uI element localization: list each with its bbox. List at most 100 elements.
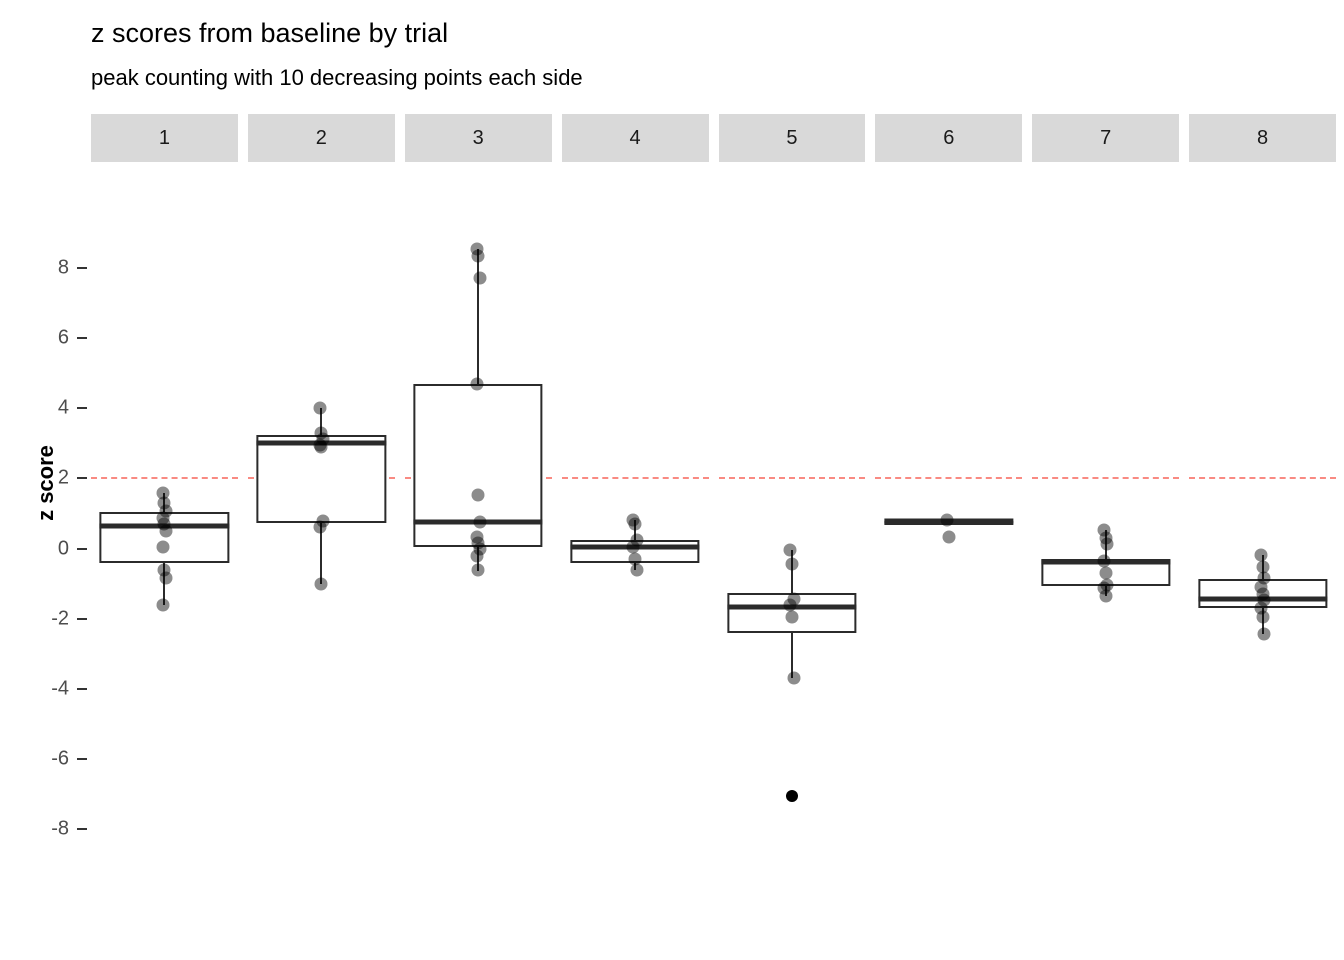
facet-strip-2: 2 bbox=[247, 114, 395, 162]
facet-strip-label: 6 bbox=[943, 126, 955, 149]
reference-line-y2 bbox=[1189, 477, 1336, 480]
facet-strip-4: 4 bbox=[561, 114, 709, 162]
y-tick-mark bbox=[77, 757, 87, 760]
y-tick-label--8: -8 bbox=[51, 817, 69, 840]
data-point bbox=[1257, 627, 1271, 641]
facet-strip-label: 3 bbox=[472, 126, 484, 149]
y-tick-mark bbox=[77, 477, 87, 480]
data-point bbox=[1257, 571, 1271, 585]
y-tick-mark bbox=[77, 267, 87, 269]
facet-strip-label: 1 bbox=[158, 126, 170, 149]
data-point bbox=[473, 271, 487, 285]
chart-subtitle: peak counting with 10 decreasing points … bbox=[91, 65, 583, 90]
data-point bbox=[313, 438, 327, 452]
data-point bbox=[785, 557, 799, 571]
y-tick-mark bbox=[77, 687, 87, 690]
facet-strip-label: 8 bbox=[1257, 126, 1269, 149]
y-tick-mark bbox=[77, 337, 87, 340]
data-point bbox=[1099, 589, 1113, 603]
data-point bbox=[942, 530, 956, 544]
y-tick-label-4: 4 bbox=[57, 396, 69, 419]
facet-panel-2 bbox=[247, 170, 395, 900]
facet-panel-4 bbox=[561, 170, 709, 900]
box bbox=[99, 511, 230, 564]
box bbox=[256, 434, 386, 524]
data-point bbox=[1256, 560, 1270, 574]
y-tick-label--6: -6 bbox=[51, 747, 69, 770]
median-line bbox=[413, 519, 543, 525]
y-tick-label-8: 8 bbox=[57, 256, 69, 279]
data-point bbox=[783, 598, 797, 612]
data-point bbox=[470, 530, 484, 544]
y-tick-label-2: 2 bbox=[57, 466, 69, 489]
data-point bbox=[314, 426, 328, 440]
data-point bbox=[156, 486, 170, 500]
reference-line-y2 bbox=[1032, 477, 1180, 480]
data-point bbox=[314, 440, 328, 454]
y-tick-mark bbox=[77, 617, 87, 620]
data-point bbox=[626, 540, 640, 554]
reference-line-y2 bbox=[875, 477, 1023, 480]
data-point bbox=[159, 524, 173, 538]
y-tick-label--2: -2 bbox=[51, 607, 69, 630]
y-tick-mark bbox=[77, 828, 87, 830]
reference-line-y2 bbox=[561, 477, 709, 480]
data-point bbox=[626, 513, 640, 527]
data-point bbox=[471, 563, 485, 577]
data-point bbox=[630, 563, 644, 577]
data-point bbox=[159, 571, 173, 585]
facet-panel-8 bbox=[1189, 170, 1336, 900]
data-point bbox=[156, 540, 170, 554]
data-point bbox=[473, 515, 487, 529]
data-point bbox=[157, 517, 171, 531]
data-point bbox=[1099, 531, 1113, 545]
data-point bbox=[156, 511, 170, 525]
data-point bbox=[1097, 523, 1111, 537]
data-point bbox=[470, 242, 484, 256]
y-tick-label-6: 6 bbox=[57, 326, 69, 349]
facet-panel-6 bbox=[875, 170, 1023, 900]
data-point bbox=[313, 520, 327, 534]
y-tick-label-0: 0 bbox=[57, 537, 69, 559]
y-tick-mark bbox=[77, 407, 87, 410]
facet-strip-label: 7 bbox=[1100, 126, 1112, 149]
data-point bbox=[940, 513, 954, 527]
facet-strip-7: 7 bbox=[1032, 114, 1180, 162]
facet-strip-label: 4 bbox=[629, 126, 641, 149]
facet-strip-3: 3 bbox=[404, 114, 552, 162]
data-point bbox=[1254, 548, 1268, 562]
facet-panel-1 bbox=[91, 170, 238, 900]
box bbox=[1197, 579, 1328, 609]
median-line bbox=[256, 440, 386, 446]
data-point bbox=[1097, 581, 1111, 595]
data-point bbox=[787, 671, 801, 685]
median-line bbox=[727, 604, 857, 610]
data-point bbox=[1254, 601, 1268, 615]
data-point bbox=[314, 577, 328, 591]
data-point bbox=[628, 517, 642, 531]
data-point bbox=[1256, 610, 1270, 624]
data-point bbox=[316, 514, 330, 528]
data-point bbox=[159, 504, 173, 518]
data-point bbox=[785, 610, 799, 624]
box bbox=[727, 593, 857, 633]
data-point bbox=[628, 552, 642, 566]
facet-strip-8: 8 bbox=[1189, 114, 1336, 162]
data-point bbox=[156, 598, 170, 612]
median-line bbox=[99, 523, 230, 529]
median-line bbox=[1041, 559, 1171, 565]
data-point bbox=[471, 536, 485, 550]
data-point bbox=[1099, 566, 1113, 580]
data-point bbox=[473, 542, 487, 556]
facet-panel-3 bbox=[404, 170, 552, 900]
data-point bbox=[313, 401, 327, 415]
chart-title: z scores from baseline by trial bbox=[91, 18, 449, 48]
facet-panel-7 bbox=[1032, 170, 1180, 900]
facet-strip-label: 2 bbox=[315, 126, 327, 149]
facet-panel-5 bbox=[718, 170, 866, 900]
data-point bbox=[1254, 580, 1268, 594]
y-tick-label--4: -4 bbox=[51, 677, 69, 700]
data-point bbox=[470, 377, 484, 391]
reference-line-y2 bbox=[91, 477, 238, 480]
